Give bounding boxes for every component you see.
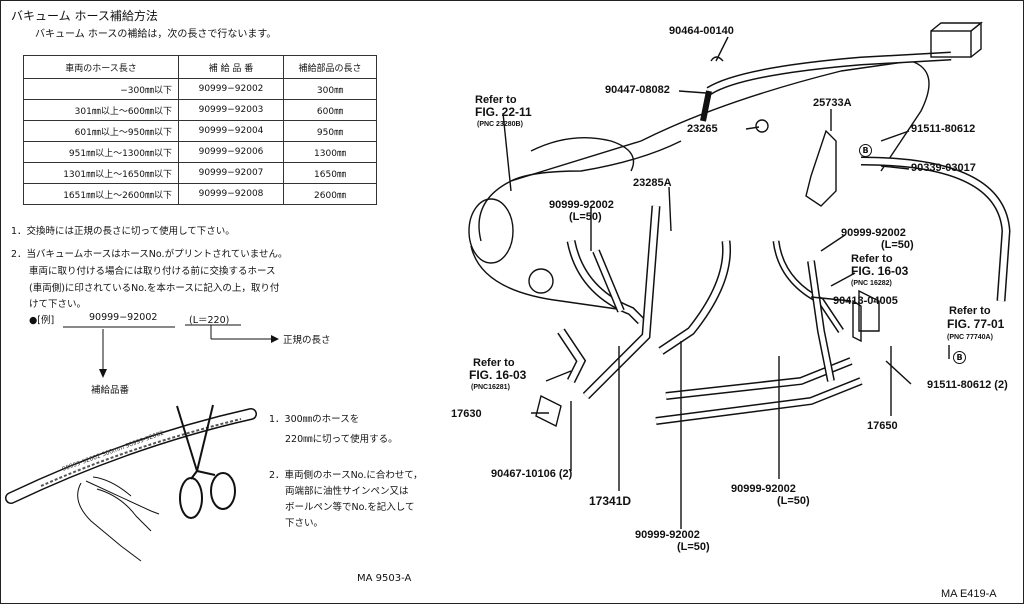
label-91511-80612-2: 91511-80612 (2) [927,379,1008,391]
left-diagram-code: MA 9503-A [357,573,412,584]
clip-90464 [710,56,724,62]
label-91511-80612: 91511-80612 [911,123,976,135]
right-panel: 90464-00140 90447-08082 23265 Refer to F… [441,1,1024,605]
table-header-row: 車両のホース長さ 補 給 品 番 補給部品の長さ [23,55,377,79]
label-fig-16-03: FIG. 16-03 [469,368,527,382]
label-17630: 17630 [451,408,482,420]
label-hose-length: (L=50) [677,541,710,553]
left-panel: バキューム ホース補給方法 バキューム ホースの補給は，次の長さで行ないます。 … [1,1,441,605]
step-1-line: 220㎜に切って使用する。 [285,434,398,445]
table-header: 補給部品の長さ [283,55,377,79]
table-row: 1651㎜以上〜2600㎜以下 90999−92008 2600㎜ [23,183,377,205]
table-header: 車両のホース長さ [23,55,179,79]
label-pnc-77740a: (PNC 77740A) [947,334,993,341]
label-23265: 23265 [687,123,718,135]
label-pnc-23280b: (PNC 23280B) [477,121,523,128]
marker-b: B [859,144,872,157]
label-hose-length: (L=50) [881,239,914,251]
step-2: 2．車両側のホースNo.に合わせて， [269,470,423,481]
label-hose-length: (L=50) [569,211,602,223]
bracket-25733a [805,129,837,207]
page-title: バキューム ホース補給方法 [11,9,158,23]
label-fig-77-01: FIG. 77-01 [947,317,1005,331]
label-17341d: 17341D [589,494,632,508]
table-row: 601㎜以上〜950㎜以下 90999−92004 950㎜ [23,120,377,142]
vsv-17650 [858,289,880,332]
switch-23265 [755,119,769,133]
label-refer-to: Refer to [475,94,517,106]
table-row: −300㎜以下 90999−92002 300㎜ [23,78,377,100]
hose-illustration [5,408,257,504]
vsv-box [930,30,972,58]
valve-23285a [528,268,554,294]
label-hose-length: (L=50) [777,495,810,507]
note-2-line: 車両に取り付ける場合には取り付ける前に交換するホース [29,266,276,277]
label-hose-90999-92002: 90999-92002 [635,529,700,541]
page-subtitle: バキューム ホースの補給は，次の長さで行ないます。 [35,29,277,40]
scissors-illustration [176,404,236,519]
label-hose-90999-92002: 90999-92002 [841,227,906,239]
note-2-line: けて下さい。 [29,299,87,310]
vacuum-hose-diagram [468,21,1011,529]
table-header: 補 給 品 番 [178,55,284,79]
label-pnc-16281: (PNC16281) [471,384,510,391]
label-pnc-16282: (PNC 16282) [851,280,892,287]
note-2: 2．当バキュームホースはホースNo.がプリントされていません。 [11,249,288,260]
label-refer-to: Refer to [949,305,991,317]
manifold-outline [478,60,930,242]
step-2-line: ボールペン等でNo.を記入して [285,502,415,513]
hand-pen-illustration [77,476,160,562]
marker-b: B [953,351,966,364]
hose-print: 90999-92002 300mm 90999-92002 [61,429,165,472]
example-part-number: 90999−92002 [89,312,158,323]
example-part-meaning: 補給品番 [91,385,130,396]
label-fig-22-11: FIG. 22-11 [475,105,532,119]
example-length: (L＝220) [189,315,230,326]
label-90467-10106-2: 90467-10106 (2) [491,468,573,480]
right-diagram-code: MA E419-A [941,588,997,600]
note-1: 1．交換時には正規の長さに切って使用して下さい。 [11,226,235,237]
label-17650: 17650 [867,420,898,432]
label-90447-08082: 90447-08082 [605,84,670,96]
step-1: 1．300㎜のホースを [269,414,360,425]
example-length-meaning: 正規の長さ [283,335,331,346]
hose-spec-table: 車両のホース長さ 補 給 品 番 補給部品の長さ −300㎜以下 90999−9… [23,55,377,205]
example-prefix: ●[例] [29,315,55,326]
label-refer-to: Refer to [473,357,515,369]
label-90413-04005: 90413-04005 [833,295,898,307]
label-refer-to: Refer to [851,253,893,265]
step-2-line: 下さい。 [285,518,324,529]
sensor-17630 [535,394,562,428]
label-90339-03017: 90339-03017 [911,162,976,174]
table-cell: 2600㎜ [283,183,377,205]
step-2-line: 両端部に油性サインペン又は [285,486,409,497]
label-hose-90999-92002: 90999-92002 [731,483,796,495]
label-23285a: 23285A [633,177,672,189]
label-25733a: 25733A [813,97,852,109]
label-90464-00140: 90464-00140 [669,25,734,37]
label-fig-16-03: FIG. 16-03 [851,264,909,278]
left-illustration: 90999-92002 300mm 90999-92002 [5,324,279,562]
label-hose-90999-92002: 90999-92002 [549,199,614,211]
throttle-body [468,198,514,264]
note-2-line: (車両側)に印されているNo.を本ホースに記入の上，取り付 [29,283,280,294]
